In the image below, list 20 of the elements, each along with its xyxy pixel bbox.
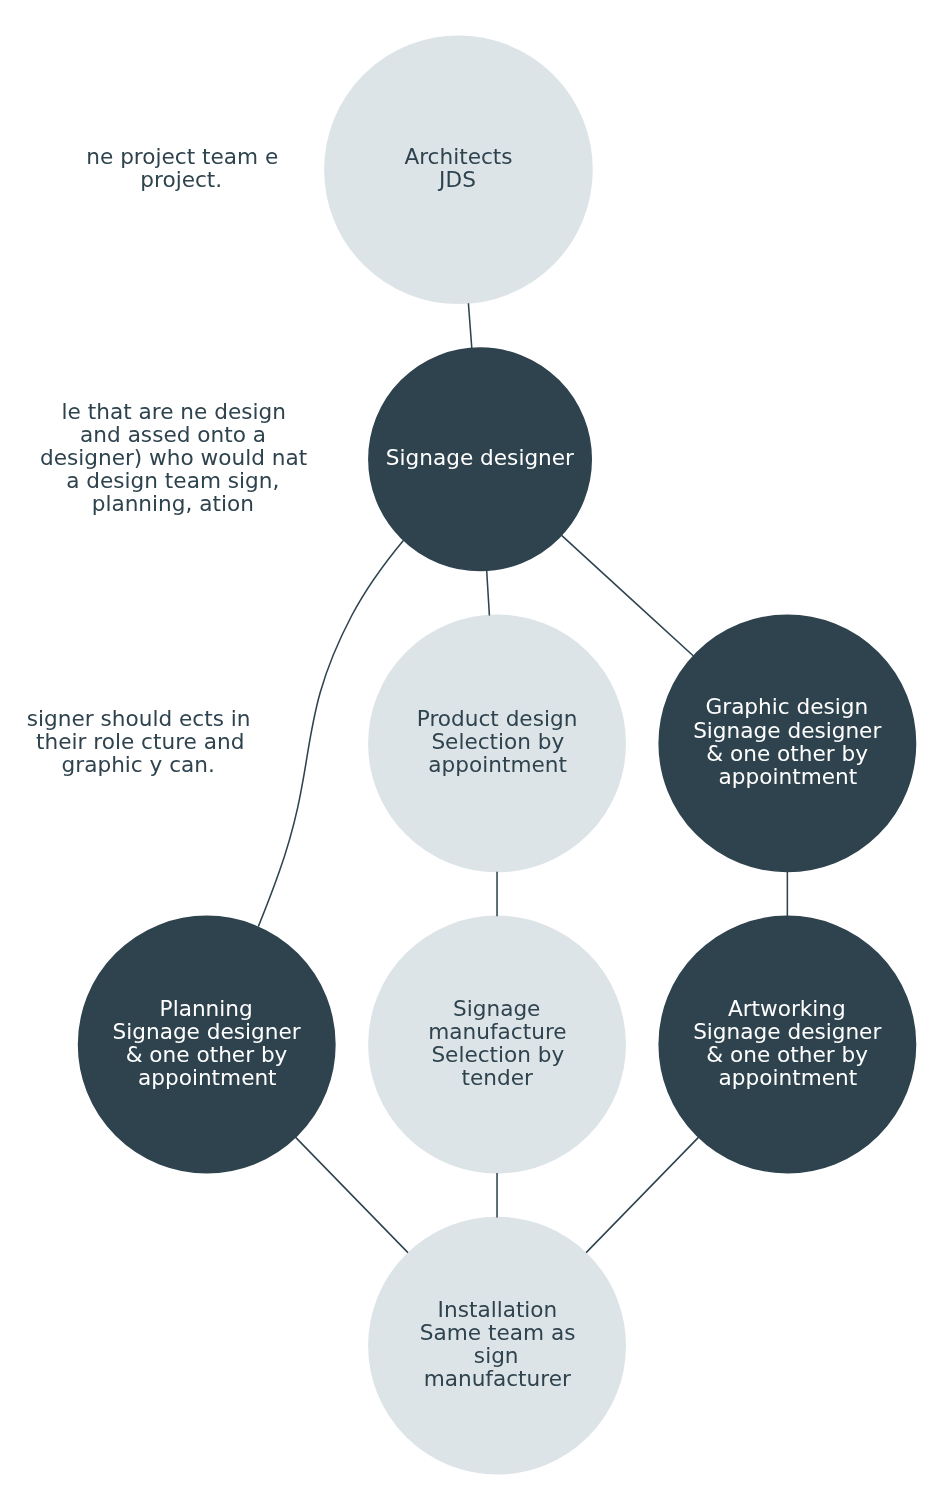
connector (294, 1136, 409, 1254)
node-circle: Graphic design Signage designer & one other by appointment (658, 614, 917, 873)
node-circle: Architects JDS (324, 35, 593, 305)
node-circle: Installation Same team as sign manufacturer (368, 1216, 626, 1475)
node-circle: Signage designer (368, 347, 592, 572)
label: le that are ne design and assed onto a designer) who would nat a design team sign, planning, ation (39, 398, 308, 517)
connector (467, 302, 473, 350)
connector (257, 539, 405, 928)
node-circle: Planning Signage designer & one other by appointment (77, 915, 336, 1174)
connector (786, 871, 789, 918)
node-circle: Artworking Signage designer & one other by appointment (658, 915, 917, 1174)
connector (496, 1172, 498, 1219)
connector (585, 1136, 700, 1254)
label: signer should ects in their role cture and graphic y can. (26, 705, 251, 778)
connector (560, 534, 695, 657)
node-circle: Product design Selection by appointment (368, 614, 626, 873)
node-circle: Signage manufacture Selection by tender (368, 915, 626, 1174)
label: ne project team e project. (86, 143, 279, 193)
connector (496, 871, 498, 918)
connector (485, 569, 491, 617)
